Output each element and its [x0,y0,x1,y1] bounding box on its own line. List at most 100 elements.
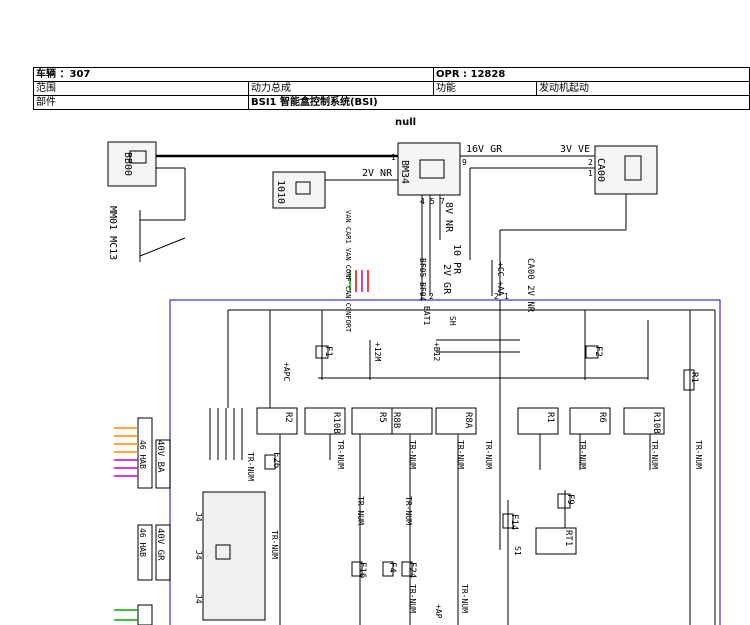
fuse-f16-label: F16 [357,562,367,578]
fuse-f14 [502,513,514,529]
wire-ca00-2v: CA00 2V NR [525,258,535,313]
tr-num-label-1: TR-NUM [246,452,255,481]
bm34-icon [419,159,445,179]
pin-bm34-1: 1 [391,153,396,162]
pin-bm34-4: 4 [420,197,425,206]
wire-8v-nr: 8V NR [443,202,454,233]
ground-label: MM01 MC13 [107,206,118,260]
pin-ca00-2: 2 [588,158,593,167]
wire-16v-gr: 16V GR [466,144,503,155]
relay-r2-label: R2 [283,412,293,423]
pin-aa-1: 1 [504,292,509,301]
connector-left-3 [137,604,153,625]
connector-left-2 [137,524,153,581]
pin-bf-1: 1 [419,292,424,301]
wire-cc-aa: +CC +AA [496,262,505,296]
relay-rt1-label: RT1 [563,530,573,546]
fuse-f14-label: F14 [509,514,519,530]
c1010-icon [295,181,311,195]
part-label: 部件 [33,95,249,110]
pin-aa-2: 2 [494,292,499,301]
relay-r6-label: R6 [597,412,607,423]
tr-num-label-9: TR-NUM [270,530,279,559]
c1010-label: 1010 [275,180,286,204]
relay-r8a-label: R8A [463,412,473,429]
fuse-f1 [315,345,329,359]
ap-label: +AP [434,604,443,619]
pin-bm34-5: 5 [430,197,435,206]
wire-2v-gr: 2V GR [441,264,452,295]
tr-num-label-8: TR-NUM [694,440,703,469]
pin-bf-2: 2 [429,292,434,301]
b12-label: +B12 [432,342,441,361]
conn-40v-gr: 40V GR [155,528,165,561]
relay-rt1 [535,527,577,555]
c1010-box [272,171,326,209]
conn-46-hab-2: 46 HAB [138,528,147,557]
relay-r8b-label: R8B [391,412,401,428]
relay-r2 [256,407,298,435]
tr-num-label-3: TR-NUM [408,440,417,469]
relay-r10b-2-label: R10B [651,412,661,434]
tr-num-label-13: TR-NUM [460,584,469,613]
ca00-box [594,145,658,195]
bat1-label: BAT1 [422,306,431,325]
tr-num-label-7: TR-NUM [650,440,659,469]
j4-label-3: J4 [194,594,203,604]
ecu-chip-icon [215,544,231,560]
header-table: 车辆 ：307 OPR : 12828 范围 动力总成 功能 发动机起动 部件 … [33,67,750,110]
fuse-f2-label: F2 [593,346,603,357]
fuse-f24 [401,561,413,577]
apc-label: +APC [282,362,291,381]
wire-bf: BF05 BF04 [418,258,427,302]
wire-2v-nr: 2V NR [362,168,393,179]
s1-label: S1 [513,546,522,556]
battery-icon [129,150,147,164]
relay-r1 [517,407,559,435]
relay-r8b [391,407,433,435]
bm34-box [397,142,461,196]
tr-num-label-4: TR-NUM [456,440,465,469]
tr-num-label-11: TR-NUM [404,496,413,525]
fuse-f24-label: F24 [407,562,417,578]
fuse-f9-label: F9 [565,494,575,505]
connector-left-1b [155,439,171,489]
bb00-box [107,141,157,187]
relay-r6 [569,407,611,435]
bb00-label: BB00 [122,152,133,176]
relay-r10b-label: R10B [331,412,341,434]
tr-num-label-5: TR-NUM [484,440,493,469]
resistor-r1-label: R1 [689,372,699,383]
fuse-f9 [557,493,571,509]
tr-num-label-10: TR-NUM [356,496,365,525]
key-icon [624,155,642,181]
connector-left-2b [155,524,171,581]
conn-46-hab: 46 HAB [138,440,147,469]
pin-ca00-1: 1 [588,169,593,178]
diagram-subtitle: null [395,117,417,128]
wire-3v-ve: 3V VE [560,144,590,155]
pin-bm34-9: 9 [462,158,467,167]
conn-40v-ba: 40V BA [155,440,165,473]
tr-num-label-2: TR-NUM [336,440,345,469]
fuse-f4 [382,561,394,577]
connector-left-1 [137,417,153,489]
relay-r10b [304,407,346,435]
relay-r1-label: R1 [545,412,555,423]
fuse-f4-label: F4 [387,562,397,573]
part-value: BSI1 智能盒控制系统(BSI) [248,95,750,110]
resistor-r1 [683,369,695,391]
tr-num-label-6: TR-NUM [578,440,587,469]
pin-bm34-7: 7 [440,197,445,206]
fuse-f2 [585,345,599,359]
relay-r10b-2 [623,407,665,435]
fuse-f26-label: F26 [271,452,281,468]
fuse-f1-label: F1 [323,346,333,357]
j4-label-2: J4 [194,550,203,560]
bsi-ecu-block [202,491,266,621]
relay-r8a [435,407,477,435]
tr-num-label-12: TR-NUM [408,584,417,613]
relay-r5-label: R5 [377,412,387,423]
j4-label-1: J4 [194,512,203,522]
